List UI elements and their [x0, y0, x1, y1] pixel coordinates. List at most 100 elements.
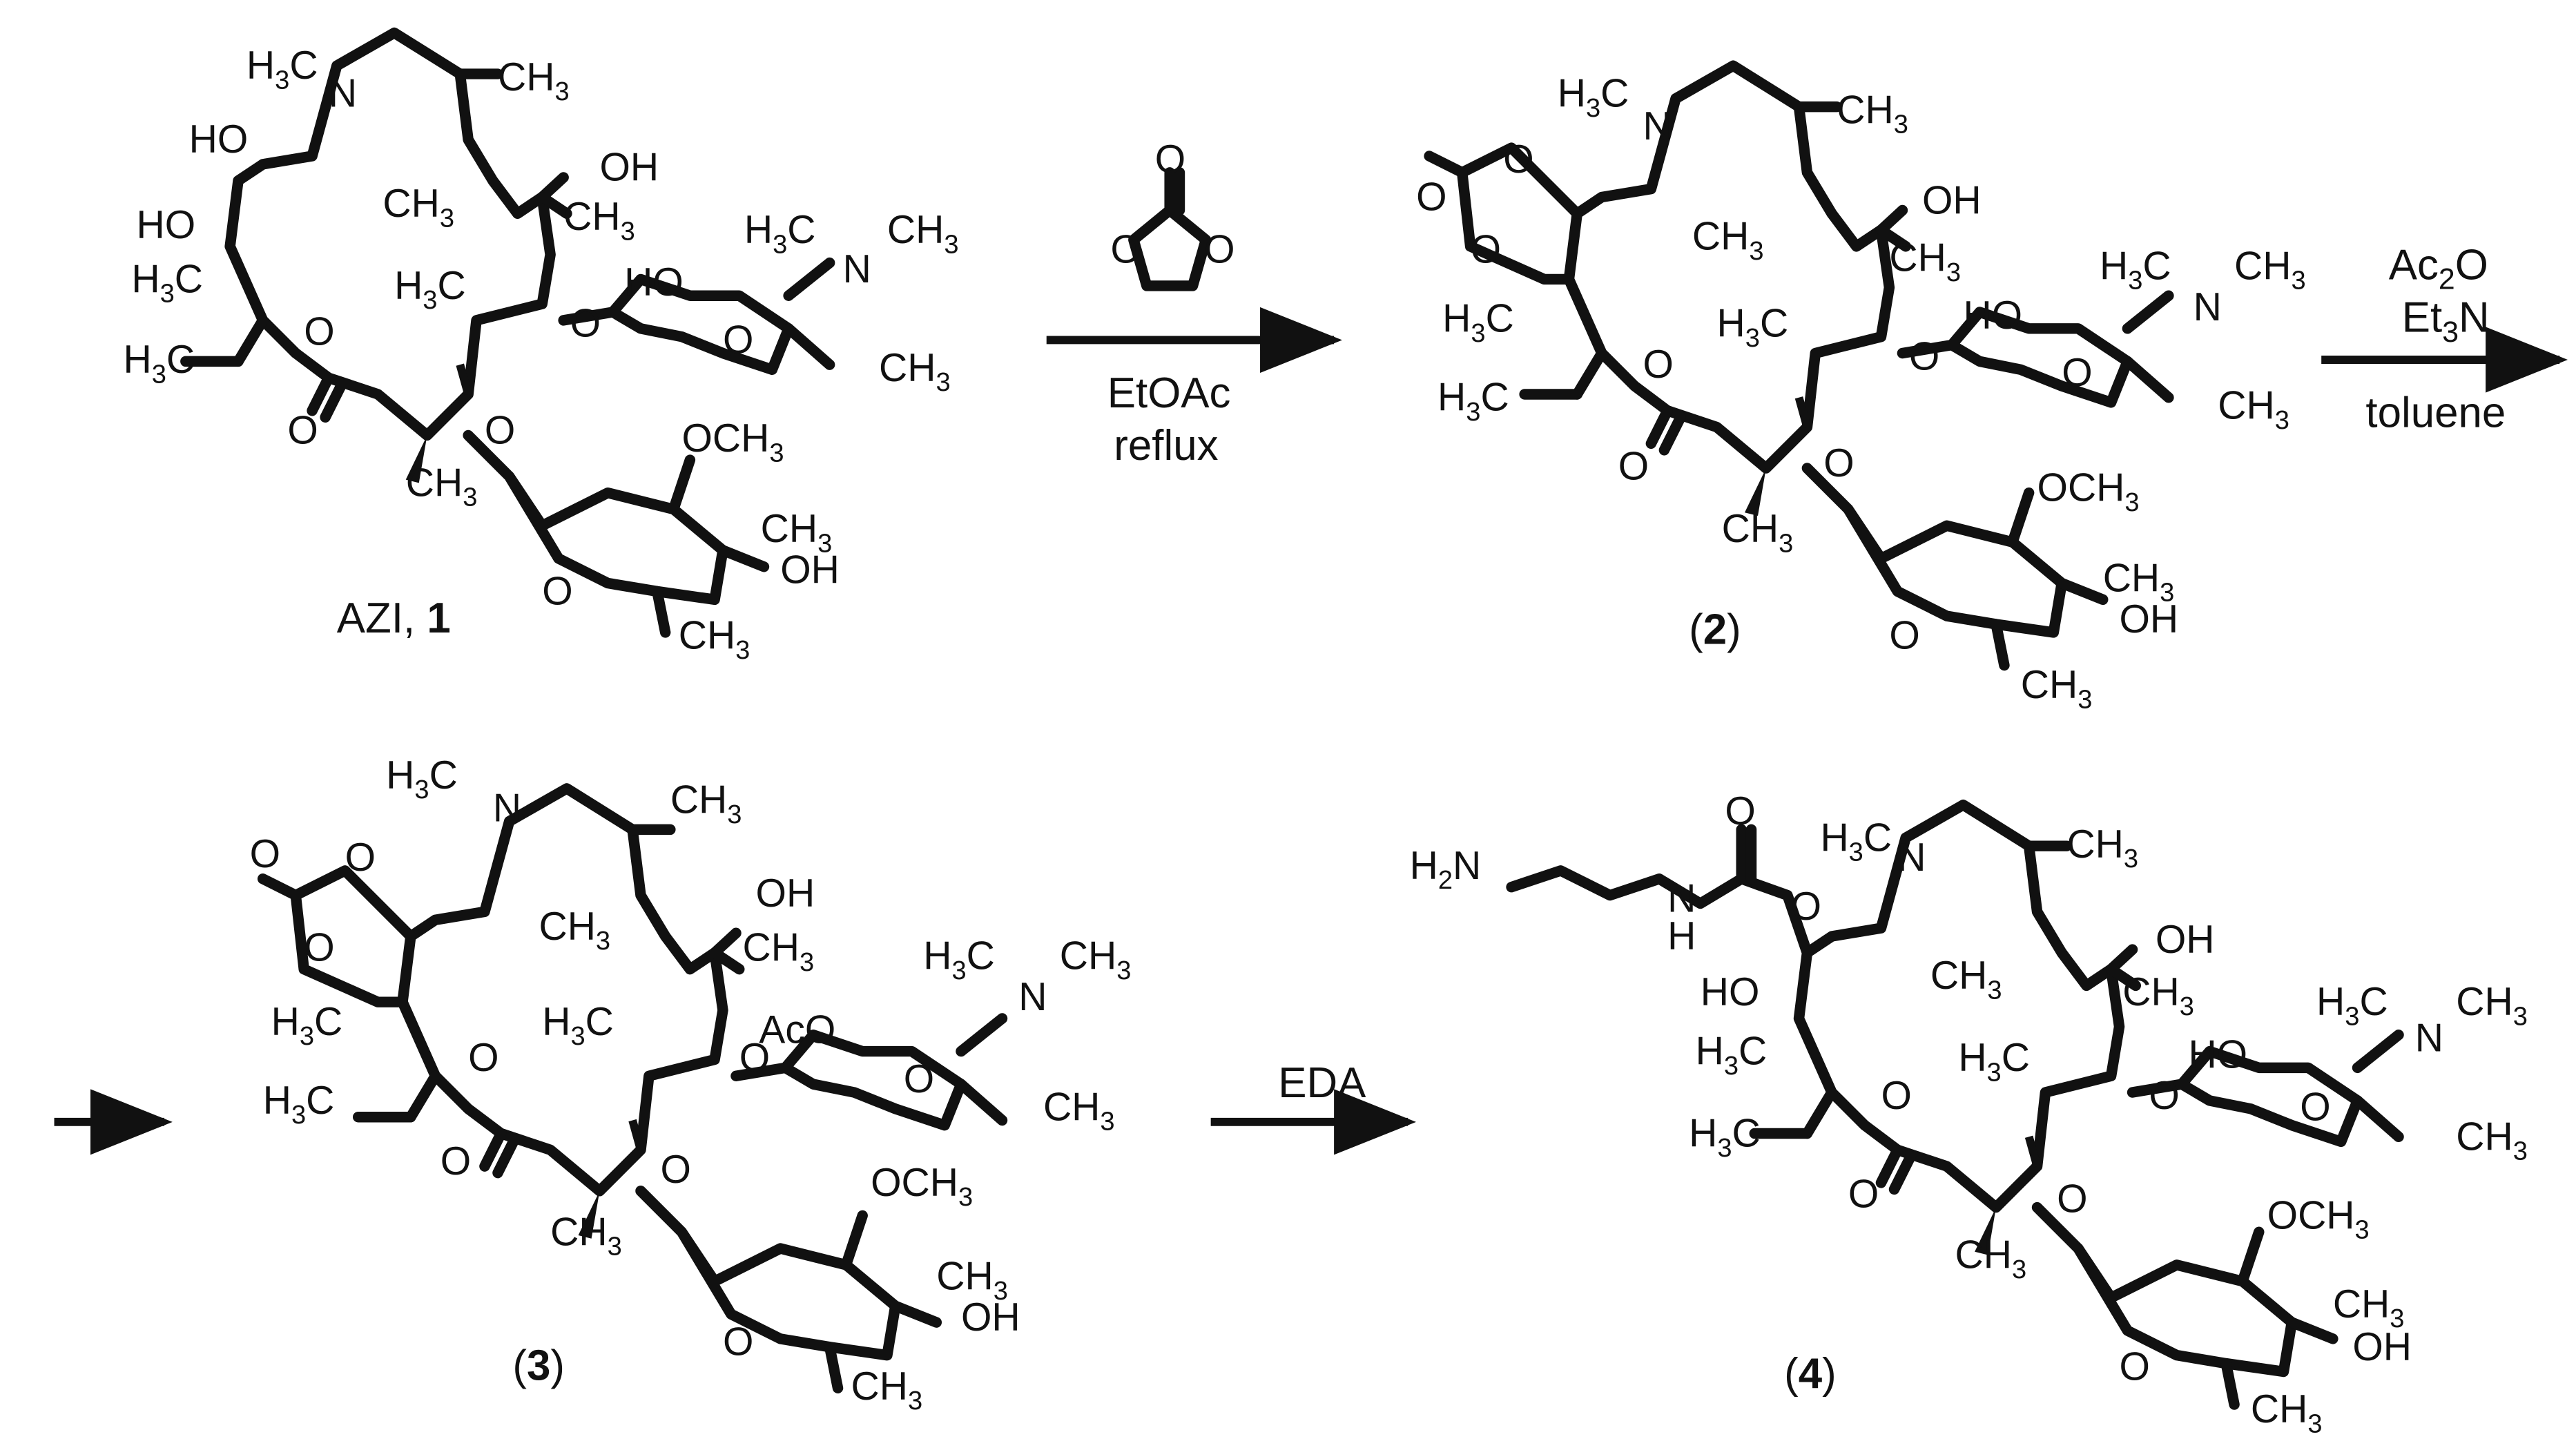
atom-label: H3C	[394, 264, 466, 315]
reagent-acetic-anhydride: Ac2O	[2389, 241, 2488, 296]
compound-3-structure: O O O H3C N CH3 CH3 H3C OH CH3 H3C H3C O…	[250, 753, 1132, 1416]
atom-label: H3C	[271, 1000, 343, 1051]
reagent-triethylamine: Et3N	[2402, 294, 2490, 349]
atom-label: H3C	[1437, 376, 1509, 427]
atom-label: CH3	[936, 1255, 1008, 1306]
atom-label: OH	[2120, 597, 2179, 641]
compound-1-structure: H3C N CH3 HO HO CH3 H3C OH CH3 H3C H3C O…	[123, 33, 959, 665]
atom-label: H3C	[1558, 72, 1629, 123]
atom-label: OH	[961, 1295, 1020, 1340]
atom-O: O	[250, 832, 280, 876]
atom-O: O	[1848, 1172, 1879, 1217]
atom-O: O	[440, 1139, 471, 1184]
atom-label: CH3	[2066, 822, 2138, 873]
atom-label: H3C	[1717, 302, 1789, 353]
atom-label: OCH3	[2037, 466, 2140, 517]
atom-O: O	[2120, 1344, 2150, 1389]
atom-O: O	[1111, 228, 1141, 272]
atom-label: HO	[2188, 1032, 2247, 1076]
atom-label: CH3	[2333, 1282, 2405, 1333]
reagent-solvent: toluene	[2365, 389, 2506, 437]
atom-O: O	[1823, 441, 1854, 485]
atom-O: O	[2149, 1074, 2179, 1118]
atom-label: H3C	[1442, 297, 1514, 348]
atom-N: N	[1897, 836, 1926, 880]
atom-label: OCH3	[681, 416, 784, 467]
atom-label: HO	[136, 203, 195, 247]
atom-N: N	[1667, 876, 1696, 920]
atom-label: H3C	[923, 934, 995, 985]
atom-O: O	[345, 836, 376, 880]
atom-label: CH3	[2456, 980, 2528, 1031]
atom-label: CH3	[2456, 1114, 2528, 1166]
atom-label: CH3	[2021, 663, 2093, 714]
atom-label: OCH3	[2267, 1193, 2370, 1244]
atom-label-amine: H2N	[1410, 844, 1482, 895]
reagent-eda: EDA	[1278, 1059, 1366, 1107]
atom-N: N	[843, 247, 871, 291]
atom-N: N	[1018, 975, 1047, 1019]
atom-O: O	[1503, 137, 1533, 182]
atom-O: O	[304, 310, 334, 354]
atom-label: HO	[1701, 970, 1760, 1014]
atom-label: CH3	[1930, 954, 2002, 1005]
atom-label: CH3	[2234, 244, 2306, 295]
atom-label: OH	[2352, 1325, 2412, 1369]
atom-O: O	[2062, 351, 2092, 395]
compound-4-label: (4)	[1784, 1350, 1837, 1398]
atom-label: OH	[756, 871, 815, 916]
atom-label: OCH3	[871, 1161, 973, 1212]
atom-N: N	[2415, 1016, 2443, 1061]
atom-O: O	[661, 1148, 691, 1192]
atom-label: CH3	[563, 195, 635, 246]
atom-O: O	[1725, 789, 1755, 833]
atom-O: O	[2057, 1177, 2087, 1221]
atom-label: CH3	[2251, 1387, 2323, 1438]
atom-label: CH3	[539, 905, 610, 956]
atom-label: CH3	[743, 926, 815, 977]
atom-label: CH3	[679, 614, 750, 665]
atom-O: O	[1881, 1074, 1911, 1118]
atom-N: N	[1643, 104, 1671, 148]
ethylene-carbonate-structure: O O O	[1111, 137, 1235, 291]
atom-N: N	[329, 72, 357, 116]
compound-2-structure: O O O H3C N CH3 CH3 H3C OH CH3 H3C H3C O…	[1416, 66, 2306, 714]
atom-label: H3C	[1958, 1036, 2030, 1087]
reaction-arrow-3: EDA	[1210, 1059, 1417, 1155]
atom-label: H3C	[131, 257, 203, 308]
atom-label: HO	[624, 260, 684, 305]
atom-label: CH3	[406, 461, 478, 512]
atom-O: O	[287, 408, 318, 452]
atom-label: CH3	[550, 1210, 622, 1261]
atom-label: CH3	[2218, 384, 2289, 435]
atom-label: CH3	[1692, 215, 1764, 266]
atom-O: O	[723, 318, 753, 362]
atom-label: CH3	[1043, 1085, 1115, 1136]
condition-temperature: reflux	[1114, 422, 1218, 470]
atom-label: H3C	[1696, 1030, 1768, 1081]
atom-label: CH3	[2103, 556, 2175, 607]
atom-O: O	[1643, 342, 1673, 387]
atom-label: H3C	[246, 44, 318, 95]
compound-2-label: (2)	[1689, 606, 1741, 654]
atom-label: CH3	[851, 1364, 923, 1416]
atom-O: O	[1416, 175, 1446, 220]
atom-label: CH3	[1722, 507, 1794, 558]
atom-label: CH3	[1060, 934, 1132, 985]
atom-N: N	[493, 786, 521, 831]
atom-label-acetate: AcO	[759, 1008, 835, 1052]
atom-label: OH	[2156, 918, 2215, 962]
atom-label: OH	[780, 548, 840, 592]
atom-O: O	[1204, 228, 1234, 272]
atom-O: O	[1909, 334, 1939, 378]
atom-O: O	[723, 1320, 753, 1364]
atom-O: O	[1471, 228, 1501, 272]
atom-label: CH3	[2122, 970, 2194, 1021]
atom-label: H3C	[1689, 1112, 1761, 1163]
atom-label: CH3	[498, 55, 570, 106]
atom-O: O	[1889, 614, 1919, 658]
atom-label: HO	[189, 117, 249, 162]
atom-O: O	[542, 569, 572, 613]
atom-O: O	[570, 302, 601, 346]
